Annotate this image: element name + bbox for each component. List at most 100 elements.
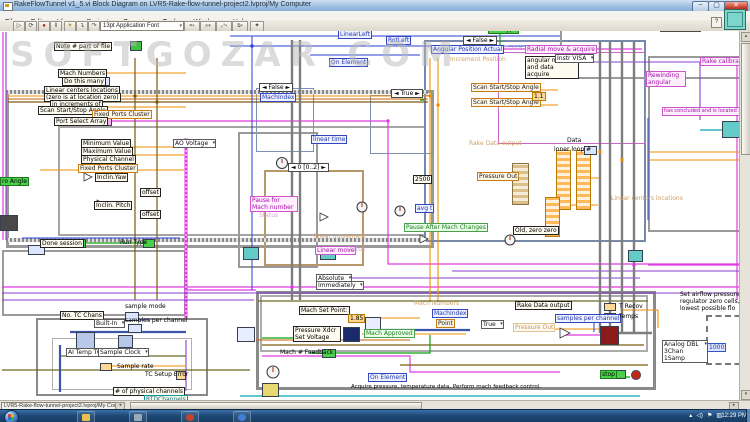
label[interactable]: Mach Numbers — [414, 300, 460, 307]
label[interactable]: Linear centers locations — [611, 195, 683, 202]
label[interactable]: Rake Data output — [469, 140, 522, 147]
label[interactable]: Run Type — [488, 31, 520, 34]
label[interactable]: RotLeft — [386, 36, 412, 45]
label[interactable]: Fixed Ports Cluster — [78, 164, 138, 173]
show-desktop-button[interactable] — [746, 409, 750, 422]
label[interactable]: has concluded and is located at — [662, 107, 739, 116]
stm-write-node[interactable] — [722, 121, 739, 138]
label[interactable]: Mach # Feedback — [280, 349, 334, 356]
file-io-node[interactable] — [262, 383, 279, 397]
label[interactable]: samples per channel — [125, 317, 188, 324]
daq-read-node[interactable] — [600, 326, 619, 345]
label[interactable]: Port Select Array — [54, 117, 109, 126]
label[interactable]: stop — [600, 370, 617, 379]
case-selector[interactable]: ◄ True ► — [391, 89, 423, 98]
stop-button-node[interactable] — [631, 370, 641, 380]
vertical-scrollbar[interactable]: ▴ ▾ — [739, 31, 750, 400]
label[interactable]: LinearLeft — [338, 31, 372, 39]
enum-built-in[interactable]: Built-In — [94, 319, 126, 328]
label[interactable]: On Element — [368, 373, 408, 382]
numeric-constant[interactable]: 1.85 — [348, 314, 366, 323]
comment-label[interactable]: Acquire pressure, temperature data. Perf… — [351, 384, 542, 390]
label[interactable]: Status — [504, 45, 524, 52]
comment-label[interactable]: Set airflow pressure regulator zero cell… — [680, 291, 739, 312]
label[interactable]: linear movement — [314, 233, 366, 240]
numeric-node[interactable] — [128, 324, 142, 333]
label[interactable]: Pause for Mach number — [250, 196, 298, 212]
tray-network-icon[interactable]: ▥ — [716, 413, 722, 419]
string-constant-node[interactable] — [130, 41, 142, 51]
frame-right-small[interactable] — [706, 315, 739, 365]
label[interactable]: Angular Position Actual — [431, 45, 505, 54]
label[interactable]: Point — [436, 319, 455, 328]
label[interactable]: inner loop # — [554, 146, 592, 153]
label[interactable]: Scan Start/Stop Angle — [471, 98, 541, 107]
label[interactable]: MachIndex — [432, 309, 469, 318]
label[interactable]: sample mode — [125, 303, 166, 310]
label[interactable]: On Element — [329, 58, 369, 67]
vertical-scroll-thumb[interactable] — [741, 43, 750, 155]
enum-daq-read-type[interactable]: Analog DBL 3Chan 1Samp — [662, 340, 708, 363]
case-selector[interactable]: ◄ 1 [0..2] ► — [660, 31, 701, 32]
array-constant-node[interactable] — [576, 150, 591, 210]
label[interactable]: Do this many — [62, 77, 106, 86]
label[interactable]: Status — [346, 246, 366, 253]
numeric-constant[interactable]: 1000 — [707, 343, 727, 352]
enum-true[interactable]: True — [481, 320, 504, 329]
label[interactable]: Status — [259, 212, 279, 219]
taskbar-app-window[interactable] — [129, 411, 147, 422]
scroll-down-arrow[interactable]: ▾ — [741, 390, 750, 400]
numeric-node[interactable] — [100, 363, 112, 371]
numeric-constant[interactable]: 1.1 — [532, 92, 546, 101]
label[interactable]: Pressure Out — [513, 323, 556, 332]
block-diagram-canvas[interactable]: SOFTGOZAR.COM — [0, 31, 739, 400]
label[interactable]: avg t — [415, 204, 435, 213]
enum-ao-voltage[interactable]: AO Voltage — [173, 139, 217, 148]
vi-icon-pane[interactable] — [724, 9, 746, 30]
label[interactable]: Mach Set Point: — [299, 306, 350, 315]
taskbar-app-red[interactable] — [181, 411, 199, 422]
label[interactable]: Pressure Out — [477, 172, 520, 181]
daq-timing-node[interactable] — [118, 335, 133, 348]
label[interactable]: Inclin. Pitch — [94, 201, 133, 210]
scroll-up-arrow[interactable]: ▴ — [741, 32, 750, 42]
label[interactable]: Temps — [619, 313, 639, 320]
label[interactable]: Rake calibration — [700, 57, 739, 66]
daq-create-channel-node[interactable] — [76, 332, 95, 349]
case-structure-true[interactable] — [370, 95, 434, 154]
tray-hidden-icons-icon[interactable]: ▴ — [689, 413, 693, 419]
label[interactable]: Increment Position — [450, 56, 506, 63]
label[interactable]: Inclin.Yaw — [95, 173, 129, 182]
mach-subvi-node[interactable] — [343, 327, 360, 342]
label[interactable]: RTDChannels — [144, 395, 188, 400]
label[interactable]: Done session — [40, 239, 84, 248]
motor-subvi-node[interactable] — [0, 215, 18, 231]
label[interactable]: Mach Approved — [364, 329, 415, 338]
label[interactable]: Rewinding angular — [646, 71, 686, 87]
label[interactable]: Run Type — [120, 239, 148, 246]
label[interactable]: MachIndex — [260, 93, 297, 102]
case-selector[interactable]: ◄ False ► — [463, 36, 498, 45]
taskbar-app-ie[interactable] — [233, 411, 251, 422]
label[interactable]: Pressure Xdcr Set Voltage — [293, 326, 341, 342]
label[interactable]: Scan Start/Stop Angle — [471, 83, 541, 92]
label[interactable]: Data — [567, 137, 582, 144]
label[interactable]: samples per channel — [555, 314, 622, 323]
enum-immediately[interactable]: Immediately — [316, 281, 364, 290]
tray-flag-icon[interactable]: ⚑ — [706, 413, 713, 419]
start-button[interactable] — [4, 410, 19, 422]
label[interactable]: TC Setup Error — [145, 371, 189, 378]
label[interactable]: Radial move & acquire — [525, 45, 597, 54]
case-selector[interactable]: ◄ 0 [0..2] ► — [288, 163, 329, 172]
daq-node[interactable] — [237, 327, 255, 342]
comment-label[interactable]: Note # part of file — [54, 42, 113, 51]
tray-volume-icon[interactable]: ◁) — [696, 413, 703, 419]
numeric-constant[interactable]: 2500 — [413, 175, 433, 184]
label[interactable]: offset — [140, 188, 161, 197]
label[interactable]: offset — [140, 210, 161, 219]
taskbar-app-explorer[interactable] — [77, 411, 95, 422]
label[interactable]: Sample rate — [117, 363, 154, 370]
label[interactable]: Rake Data output — [515, 301, 572, 310]
enum-sample-clock[interactable]: Sample Clock — [98, 348, 149, 357]
taskbar-clock[interactable]: 12:29 PM — [721, 413, 747, 419]
